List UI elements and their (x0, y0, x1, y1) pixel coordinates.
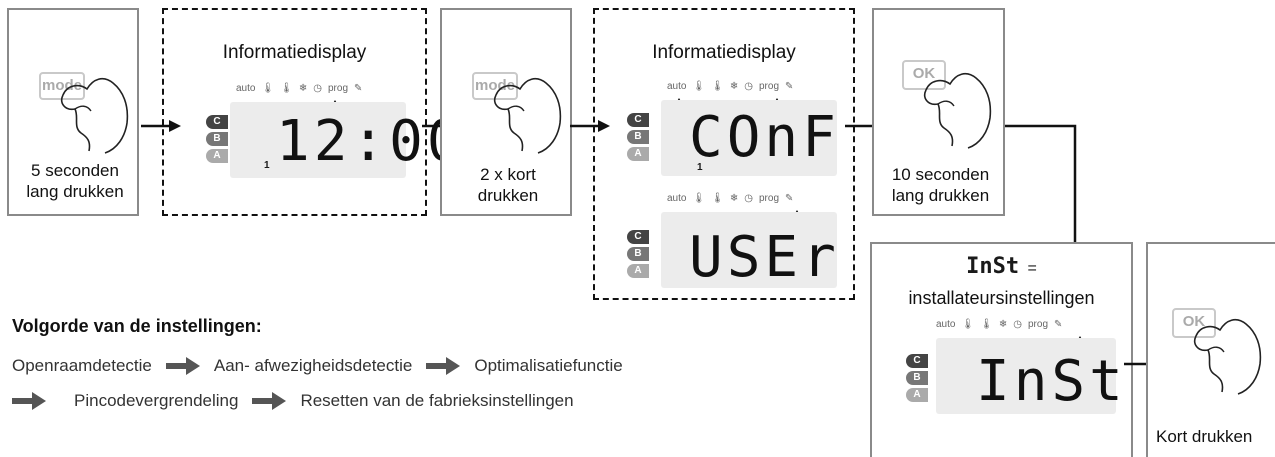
icon-row: auto 🌡 🌡 ❄ ◷ prog ✎ (236, 83, 362, 94)
lcd-display-inst: auto 🌡 🌡 ❄ ◷ prog ✎ C B A InSt (886, 316, 1123, 426)
sequence-item: Optimalisatiefunctie (474, 356, 623, 375)
snowflake-icon: ❄ (729, 81, 739, 92)
sequence-row-1: Openraamdetectie Aan- afwezigheidsdetect… (12, 356, 623, 376)
lcd-display: auto 🌡 🌡 ❄ ◷ prog ✎ C B A 12:00 1 (184, 80, 461, 190)
info-display-panel-2: Informatiedisplay auto 🌡 🌡 ❄ ◷ prog ✎ C … (593, 8, 855, 300)
class-b-badge: B (627, 247, 649, 261)
hand-icon (1193, 318, 1262, 395)
lcd-digits: COnF (689, 105, 840, 170)
class-a-badge: A (627, 264, 649, 278)
arrow-right-icon (426, 357, 461, 375)
panel-title: Informatiedisplay (222, 42, 367, 63)
step1-box: mode 5 seconden lang drukken (7, 8, 139, 216)
step3-box: OK 10 seconden lang drukken (872, 8, 1005, 216)
auto-icon: auto (667, 81, 687, 92)
thermometer-icon: 🌡 (261, 83, 275, 94)
clock-icon: ◷ (744, 193, 753, 204)
auto-icon: auto (236, 83, 256, 94)
sequence-item: Aan- afwezigheidsdetectie (213, 356, 413, 375)
clock-icon: ◷ (313, 83, 322, 94)
prog-icon: prog (1028, 319, 1049, 330)
wrench-icon: ✎ (1054, 319, 1063, 330)
lcd-display-user: auto 🌡 🌡 ❄ ◷ prog ✎ C B A USEr (615, 190, 840, 290)
sequence-item: Resetten van de fabrieksinstellingen (300, 391, 574, 410)
auto-icon: auto (936, 319, 956, 330)
class-b-badge: B (627, 130, 649, 144)
wrench-icon: ✎ (785, 81, 794, 92)
wrench-icon: ✎ (354, 83, 363, 94)
step1-caption: 5 seconden lang drukken (26, 161, 124, 201)
class-c-badge: C (906, 354, 928, 368)
class-b-badge: B (206, 132, 228, 146)
class-b-badge: B (906, 371, 928, 385)
sequence-item: Pincodevergrendeling (74, 391, 239, 410)
thermometer-icon: 🌡 (692, 193, 706, 204)
thermometer-low-icon: 🌡 (711, 81, 724, 92)
inst-equals: = (1027, 260, 1037, 277)
class-c-badge: C (627, 230, 649, 244)
thermometer-low-icon: 🌡 (711, 193, 724, 204)
info-display-panel-1: Informatiedisplay auto 🌡 🌡 ❄ ◷ prog ✎ C … (162, 8, 461, 216)
lcd-digits: 12:00 (276, 109, 465, 174)
inst-description: installateursinstellingen (908, 288, 1095, 308)
lcd-small-digit: 1 (697, 162, 703, 173)
snowflake-icon: ❄ (729, 193, 739, 204)
arrow-right-icon (165, 357, 200, 375)
hand-icon (60, 77, 129, 154)
sequence-item: Openraamdetectie (12, 356, 152, 375)
snowflake-icon: ❄ (298, 83, 308, 94)
lcd-small-digit: 1 (264, 160, 270, 171)
class-a-badge: A (906, 388, 928, 402)
lcd-digits: InSt (976, 349, 1127, 414)
ok-button: OK (1172, 308, 1216, 338)
lcd-screen (661, 100, 837, 176)
prog-icon: prog (328, 83, 349, 94)
clock-icon: ◷ (744, 81, 753, 92)
auto-icon: auto (667, 193, 687, 204)
arrow-right-icon (570, 120, 610, 132)
inst-heading: InSt = (872, 254, 1131, 279)
arrow-right-icon (252, 392, 287, 410)
icon-row: auto 🌡 🌡 ❄ ◷ prog ✎ (667, 81, 793, 92)
icon-row: auto 🌡 🌡 ❄ ◷ prog ✎ (936, 319, 1062, 330)
thermometer-icon: 🌡 (692, 81, 706, 92)
step4-caption: Kort drukken (1156, 427, 1253, 446)
step3-caption: 10 seconden lang drukken (891, 165, 990, 205)
thermometer-icon: 🌡 (961, 319, 975, 330)
clock-icon: ◷ (1013, 319, 1022, 330)
sequence-row-2: Pincodevergrendeling Resetten van de fab… (12, 391, 574, 411)
snowflake-icon: ❄ (998, 319, 1008, 330)
lcd-screen (230, 102, 406, 178)
icon-row: auto 🌡 🌡 ❄ ◷ prog ✎ (667, 193, 793, 204)
prog-icon: prog (759, 81, 780, 92)
lcd-screen (661, 212, 837, 288)
step4-box: OK Kort drukken (1146, 242, 1275, 457)
hand-icon (493, 77, 562, 154)
class-a-badge: A (206, 149, 228, 163)
arrow-right-icon (141, 120, 181, 132)
installer-panel: InSt = installateursinstellingen auto 🌡 … (870, 242, 1133, 457)
lcd-screen (936, 338, 1116, 414)
thermometer-low-icon: 🌡 (980, 319, 993, 330)
inst-symbol: InSt (966, 254, 1020, 279)
lcd-display-conf: auto 🌡 🌡 ❄ ◷ prog ✎ C B A COnF 1 (615, 78, 840, 178)
class-a-badge: A (627, 147, 649, 161)
class-c-badge: C (206, 115, 228, 129)
step2-caption: 2 x kort drukken (477, 165, 539, 205)
panel-title: Informatiedisplay (652, 42, 796, 63)
wrench-icon: ✎ (785, 193, 794, 204)
arrow-right-icon (12, 392, 46, 410)
lcd-digits: USEr (689, 225, 840, 290)
step2-box: mode 2 x kort drukken (440, 8, 572, 216)
ok-button: OK (902, 60, 946, 90)
hand-icon (923, 72, 992, 149)
class-c-badge: C (627, 113, 649, 127)
thermometer-low-icon: 🌡 (280, 83, 293, 94)
sequence-title: Volgorde van de instellingen: (12, 316, 262, 336)
prog-icon: prog (759, 193, 780, 204)
